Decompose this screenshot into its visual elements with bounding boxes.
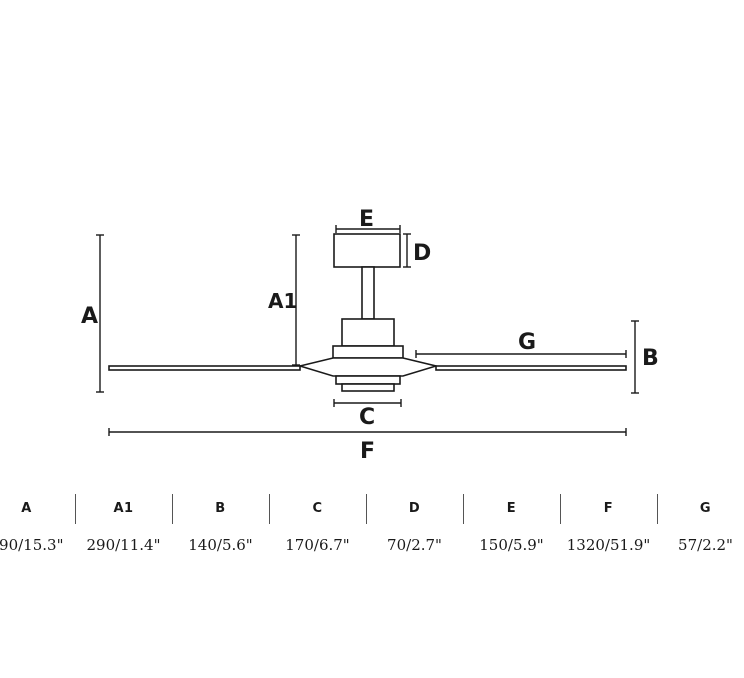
canopy (333, 233, 401, 268)
dimension-e: E (335, 207, 401, 233)
label-a1: A1 (268, 289, 297, 313)
label-g: G (518, 330, 536, 355)
column-value: 57/2.2" (678, 536, 733, 554)
column-header: F (603, 501, 614, 516)
column-value: 70/2.7" (387, 536, 442, 554)
label-a: A (81, 304, 98, 329)
label-c: C (359, 405, 375, 430)
blade-left (108, 365, 301, 371)
column-value: 140/5.6" (188, 536, 253, 554)
column-divider (560, 494, 561, 524)
light-kit-lower (341, 383, 395, 392)
motor-housing-ring (332, 345, 404, 359)
column-header: G (699, 501, 712, 516)
column-divider (366, 494, 367, 524)
dimension-f: F (108, 428, 627, 464)
light-kit-upper (335, 375, 401, 385)
dimension-column-d: D 70/2.7" (366, 490, 463, 560)
blade-right (435, 365, 627, 371)
column-header: A (21, 501, 32, 516)
column-header: C (312, 501, 323, 516)
dimension-column-a: A 390/15.3" (0, 490, 75, 560)
dimension-column-c: C 170/6.7" (269, 490, 366, 560)
dimension-b: B (631, 320, 659, 394)
column-value: 290/11.4" (86, 536, 161, 554)
dimension-a1: A1 (268, 234, 300, 366)
dimension-g: G (415, 330, 627, 358)
dimension-column-g: G 57/2.2" (657, 490, 744, 560)
column-divider (75, 494, 76, 524)
dimension-column-f: F 1320/51.9" (560, 490, 657, 560)
column-value: 170/6.7" (285, 536, 350, 554)
dimension-column-a1: A1 290/11.4" (75, 490, 172, 560)
column-value: 390/15.3" (0, 536, 64, 554)
label-f: F (360, 439, 375, 464)
column-divider (463, 494, 464, 524)
column-divider (657, 494, 658, 524)
motor-housing-upper (341, 318, 395, 347)
column-header: B (215, 501, 226, 516)
column-divider (269, 494, 270, 524)
column-header: A1 (113, 501, 134, 516)
dimension-d: D (403, 233, 431, 268)
column-header: E (506, 501, 517, 516)
dimension-c: C (333, 399, 402, 430)
column-value: 150/5.9" (479, 536, 544, 554)
dimension-column-e: E 150/5.9" (463, 490, 560, 560)
column-divider (172, 494, 173, 524)
dimension-column-b: B 140/5.6" (172, 490, 269, 560)
column-value: 1320/51.9" (566, 536, 651, 554)
label-b: B (642, 346, 659, 371)
fan-dimension-diagram: A A1 E D G B C (81, 207, 659, 464)
downrod (361, 266, 375, 320)
dimensions-table: A 390/15.3" A1 290/11.4" B 140/5.6" C 17… (0, 490, 744, 560)
blade-hub (296, 357, 440, 377)
label-d: D (413, 241, 431, 266)
dimension-a: A (81, 234, 104, 393)
label-e: E (359, 207, 374, 232)
column-header: D (408, 501, 421, 516)
